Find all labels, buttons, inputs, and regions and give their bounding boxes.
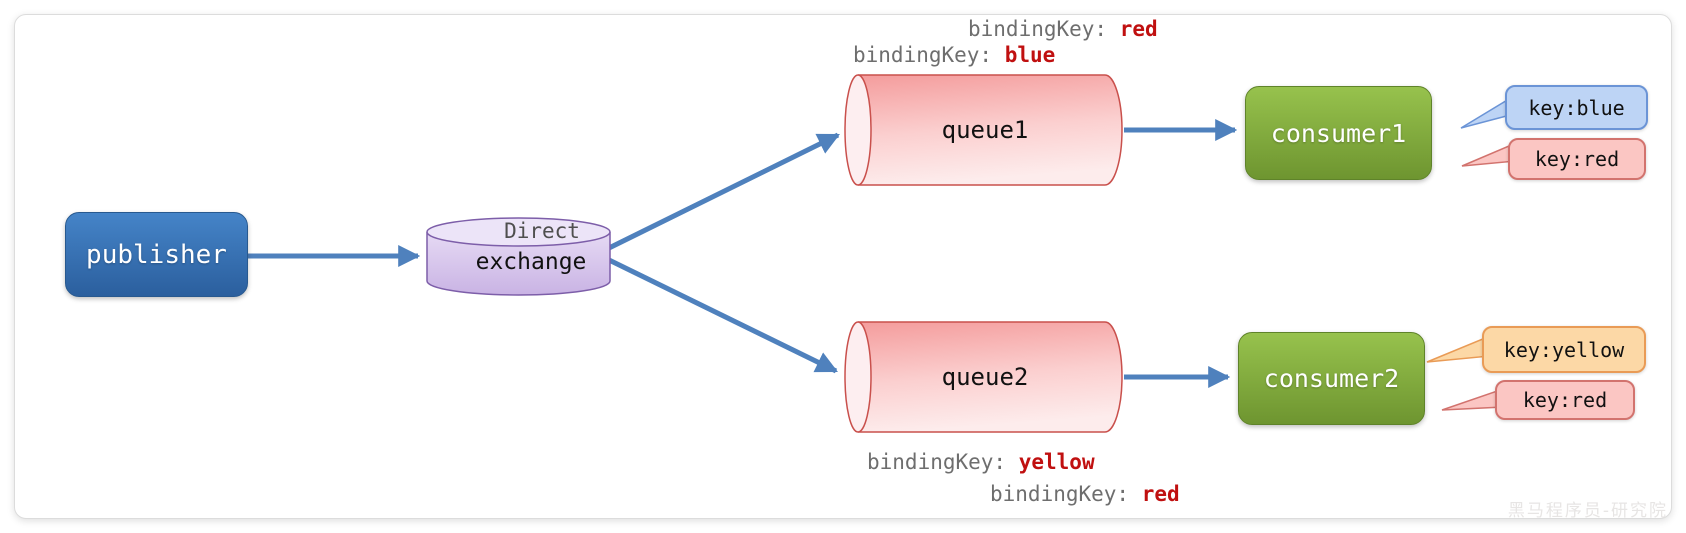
binding-key-value: red [1119, 17, 1158, 41]
tag-key-red-consumer1: key:red [1508, 138, 1646, 180]
binding-key-value: red [1141, 482, 1180, 506]
watermark-text: 黑马程序员-研究院 [1507, 501, 1668, 521]
binding-key-text: bindingKey: [867, 450, 1007, 474]
binding-label-queue1-blue: bindingKey: blue [853, 43, 1055, 67]
binding-key-value: blue [1004, 43, 1056, 67]
consumer2-node: consumer2 [1238, 332, 1425, 425]
binding-key-value: yellow [1018, 450, 1095, 474]
consumer1-node: consumer1 [1245, 86, 1432, 180]
binding-label-queue1-red: bindingKey: red [968, 17, 1158, 41]
tag-label: key:red [1522, 388, 1608, 412]
consumer2-label: consumer2 [1263, 364, 1400, 393]
exchange-type-label: Direct [504, 219, 580, 243]
tag-key-red-consumer2: key:red [1495, 380, 1635, 420]
publisher-node: publisher [65, 212, 248, 297]
binding-label-queue2-red: bindingKey: red [990, 482, 1180, 506]
binding-key-text: bindingKey: [968, 17, 1108, 41]
queue1-label: queue1 [941, 116, 1029, 144]
publisher-label: publisher [86, 239, 227, 270]
binding-label-queue2-yellow: bindingKey: yellow [867, 450, 1095, 474]
queue2-label: queue2 [941, 363, 1029, 391]
exchange-label: exchange [475, 249, 587, 275]
tag-label: key:blue [1528, 95, 1625, 120]
tag-label: key:yellow [1503, 337, 1625, 362]
tag-key-blue: key:blue [1505, 85, 1648, 130]
consumer1-label: consumer1 [1270, 118, 1407, 148]
binding-key-text: bindingKey: [990, 482, 1130, 506]
binding-key-text: bindingKey: [853, 43, 993, 67]
tag-label: key:red [1534, 147, 1620, 171]
tag-key-yellow: key:yellow [1482, 326, 1646, 373]
